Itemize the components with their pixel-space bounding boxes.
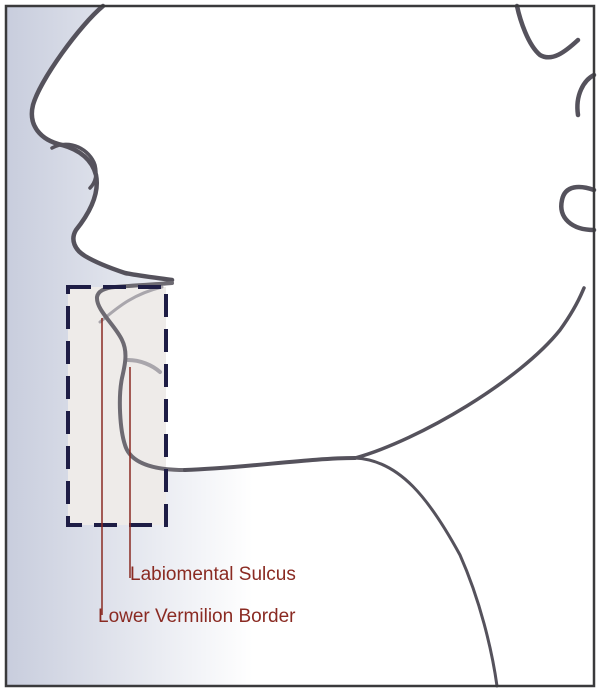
chin-highlight-region [68,287,166,525]
label-labiomental-sulcus: Labiomental Sulcus [130,564,296,585]
label-lower-vermilion-border: Lower Vermilion Border [98,606,296,627]
